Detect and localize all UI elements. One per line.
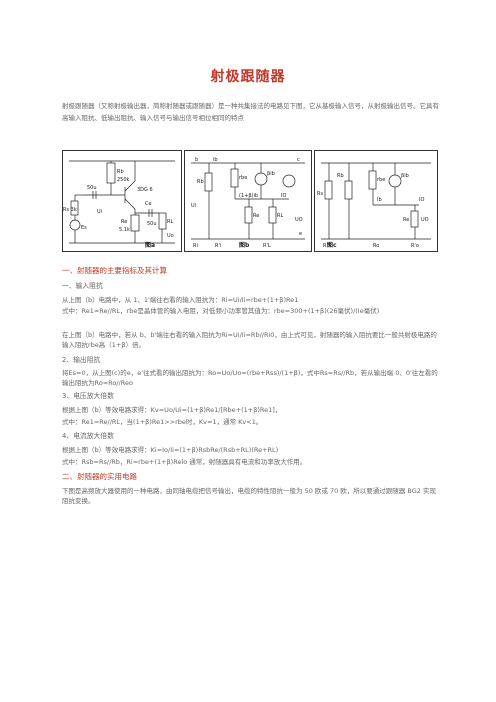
figure-b-caption: 图b xyxy=(239,242,250,249)
label-c-rss: R'S xyxy=(323,243,331,249)
text-voltage-gain-formula: 根据上图（b）等效电路求得：Kv=Uo/Ui=(1+β)Re1/[Rbe+(1+… xyxy=(62,406,282,414)
circuit-b-diagram: b ib c Rb rbe βib Ui (1+β)ib Re RL IO UO… xyxy=(191,157,305,249)
text-current-gain-note: 式中：Rsb=Rs//Rb，Ri=rbe+(1+β)Relo 通常，射随器具有电… xyxy=(62,458,307,466)
subheading-output-impedance: 2、输出阻抗 xyxy=(62,356,101,364)
subheading-voltage-gain: 3、电压放大倍数 xyxy=(62,392,114,400)
label-re: Re xyxy=(121,219,127,225)
label-c-ib: Ib xyxy=(377,197,382,203)
label-ce: Ce xyxy=(145,201,152,207)
label-b-rl2: R'L xyxy=(263,243,271,249)
label-b-uo: UO xyxy=(295,217,303,223)
label-rb: Rb xyxy=(117,169,124,175)
label-b-beta-ib: βib xyxy=(267,171,275,177)
label-ib: ib xyxy=(213,157,218,163)
subheading-input-impedance: 一、输入阻抗 xyxy=(62,282,103,290)
label-c-ro2: R'o xyxy=(411,243,419,249)
figure-a: Rb 250k 50u Rs 3k Es Ui 3DG 6 Re 5.1k Ce… xyxy=(62,150,182,252)
label-c-io: IO xyxy=(419,197,424,203)
label-c-ro: Ro xyxy=(373,243,379,249)
label-b-rb: Rb xyxy=(197,179,204,185)
subheading-current-gain: 4、电流放大倍数 xyxy=(62,432,114,440)
label-transistor: 3DG 6 xyxy=(137,187,153,193)
label-c-re: Re xyxy=(403,217,409,223)
label-b-rl: RL xyxy=(277,213,283,219)
text-practical-circuit: 下图是高频放大器使用的一种电路，由同轴电缆把信号输出，电缆的特性阻抗一般为 50… xyxy=(62,487,436,505)
intro-paragraph: 射极跟随器（又称射极输出器，简称射随器或跟随器）是一种共集接法的电路见下图，它从… xyxy=(62,102,439,122)
label-b-rbe: rbe xyxy=(239,175,247,181)
figure-c: Rs Rb rbe βib Ib IO Re UO R'S Ro R'o 图c xyxy=(314,150,438,252)
label-es: Es xyxy=(81,225,87,231)
text-output-impedance: 将Es=0，从上图(c)的e，e'往式看的输出阻抗为：Ro=Uo/Uo=(rbe… xyxy=(62,369,438,387)
label-c: c xyxy=(297,157,300,163)
text-rbe-definition: 式中：Re1=Re//RL，rbe是晶体管的输入电阻，对低频小功率管其值为：rb… xyxy=(62,307,380,315)
label-c1: 50u xyxy=(87,185,97,191)
label-c-rs: Rs xyxy=(317,191,323,197)
label-b: b xyxy=(195,157,198,163)
label-c-uo: UO xyxy=(421,217,429,223)
text-input-impedance-note: 在上图（b）电路中，若从 b、b'端往右看的输入阻抗为Ri=Ui/Ii=Rb//… xyxy=(62,331,437,349)
label-b-e: e xyxy=(299,231,302,237)
label-re-value: 5.1k xyxy=(119,227,130,233)
text-current-gain-formula: 根据上图（b）等效电路求得：Ki=Io/Ii=(1+β)RsbRe/(Rsb+R… xyxy=(62,446,279,454)
label-rb-value: 250k xyxy=(117,177,130,183)
section-heading-1: 一、射随器的主要指标及其计算 xyxy=(62,266,167,275)
label-b-ui: Ui xyxy=(191,203,196,209)
label-ui: Ui xyxy=(97,209,102,215)
label-c-beta-ib: βib xyxy=(401,173,409,179)
label-b-ri2: R'i xyxy=(215,243,221,249)
label-uo: Uo xyxy=(167,233,174,239)
figure-c-caption: 图c xyxy=(327,242,337,249)
label-ce-value: 50u xyxy=(147,221,157,227)
label-rl: RL xyxy=(167,219,173,225)
circuit-a-diagram: Rb 250k 50u Rs 3k Es Ui 3DG 6 Re 5.1k Ce… xyxy=(63,160,175,244)
text-input-impedance-formula: 从上图（b）电路中，从 1、1'端往右看的输入阻抗为：Ri=Ui/Ii=rbe+… xyxy=(62,296,299,304)
label-c-rb: Rb xyxy=(337,173,344,179)
page-title: 射极跟随器 xyxy=(210,69,286,85)
circuit-c-diagram: Rs Rb rbe βib Ib IO Re UO R'S Ro R'o xyxy=(317,162,431,249)
section-heading-2: 二、射随器的实用电路 xyxy=(62,472,137,481)
label-b-ri: Ri xyxy=(193,243,198,249)
label-rs: Rs 3k xyxy=(63,207,77,213)
label-b-re: Re xyxy=(253,213,259,219)
label-c-rbe: rbe xyxy=(377,177,385,183)
label-b-io: IO xyxy=(281,193,286,199)
label-b-ie: (1+β)ib xyxy=(239,193,258,199)
text-voltage-gain-note: 式中：Re1=Re//RL，当(1+β)Re1>>rbe时，Kv≈1，通常 Kv… xyxy=(62,418,263,426)
figure-b: b ib c Rb rbe βib Ui (1+β)ib Re RL IO UO… xyxy=(184,150,312,252)
figure-a-caption: 图a xyxy=(145,242,156,249)
